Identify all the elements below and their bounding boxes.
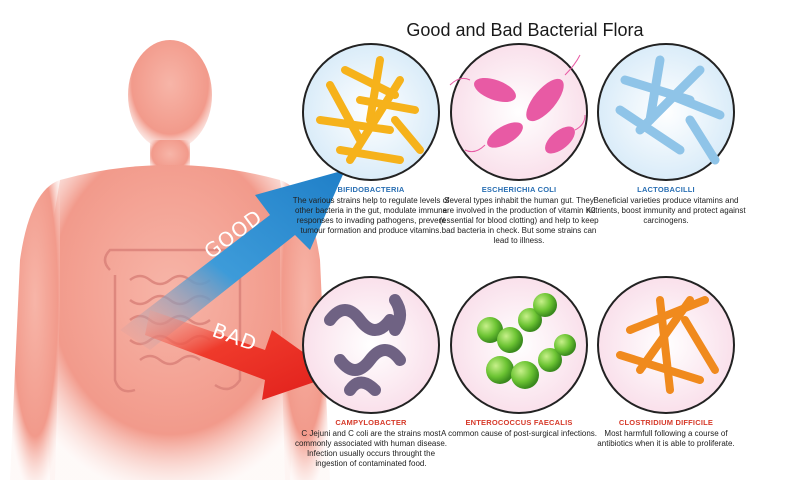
- enterococcus-faecalis-circle: [450, 276, 588, 414]
- diagram-title: Good and Bad Bacterial Flora: [406, 20, 644, 40]
- clostridium-difficile-description: Most harmfull following a course of anti…: [597, 429, 735, 448]
- clostridium-difficile-name: CLOSTRIDIUM DIFFICILE: [618, 418, 714, 427]
- bad-arrow: [145, 310, 335, 400]
- bifidobacteria-name: BIFIDOBACTERIA: [337, 185, 405, 194]
- clostridium-difficile-circle: [597, 276, 735, 414]
- enterococcus-faecalis-name: ENTEROCOCCUS FAECALIS: [465, 418, 573, 427]
- escherichia-coli-description: Several types inhabit the human gut. The…: [439, 196, 599, 245]
- campylobacter-name: CAMPYLOBACTER: [335, 418, 407, 427]
- lactobacilli-circle: [597, 43, 735, 181]
- campylobacter-description: C Jejuni and C coli are the strains most…: [294, 429, 448, 468]
- lactobacilli-description: Beneficial varieties produce vitamins an…: [586, 196, 746, 225]
- escherichia-coli-circle: [449, 43, 588, 181]
- human-body-illustration: [10, 40, 330, 480]
- bifidobacteria-description: The various strains help to regulate lev…: [292, 196, 450, 235]
- good-arrow: [120, 170, 345, 350]
- enterococcus-faecalis-description: A common cause of post-surgical infectio…: [440, 429, 598, 438]
- lactobacilli-name: LACTOBACILLI: [637, 185, 695, 194]
- escherichia-coli-name: ESCHERICHIA COLI: [481, 185, 557, 194]
- bifidobacteria-circle: [302, 43, 440, 181]
- campylobacter-circle: [302, 276, 440, 414]
